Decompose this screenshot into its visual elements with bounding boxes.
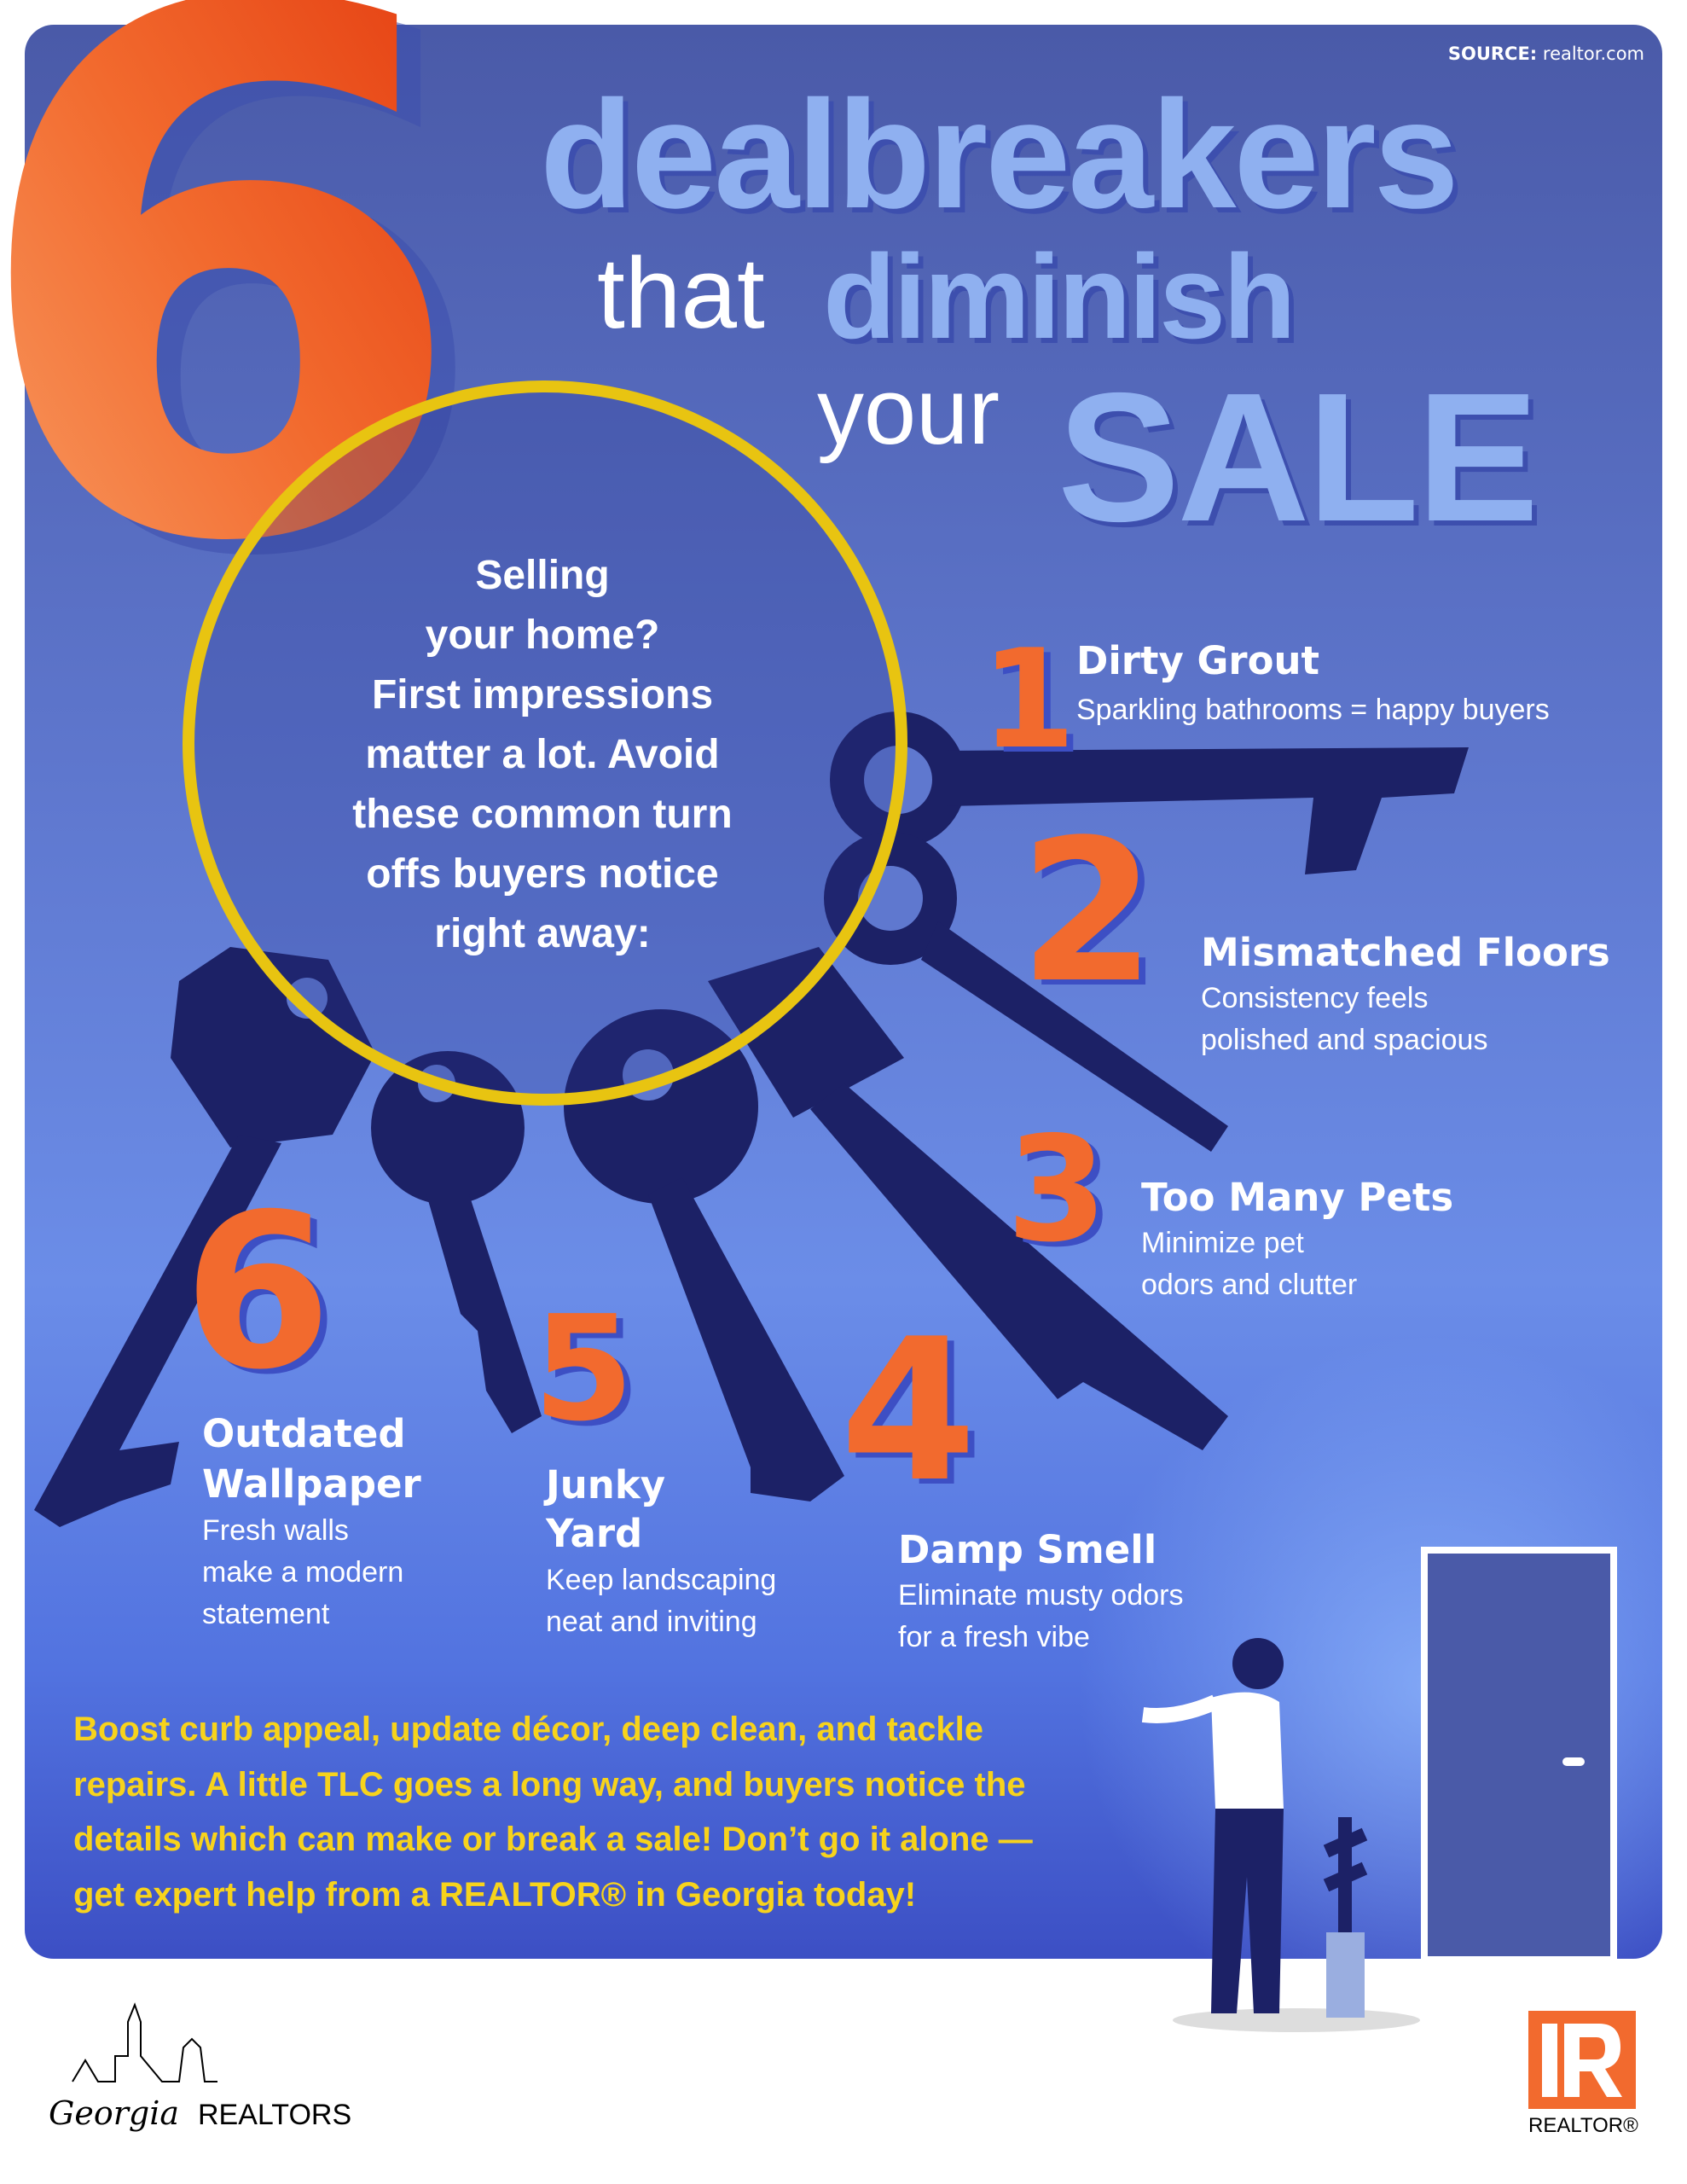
title-line: Yard xyxy=(546,1511,643,1556)
title-line: Junky xyxy=(546,1462,666,1507)
item-desc-1: Sparkling bathrooms = happy buyers xyxy=(1076,694,1550,726)
cta-line: get expert help from a REALTOR® in Georg… xyxy=(73,1875,917,1914)
item-title-3: Too Many Pets xyxy=(1141,1175,1454,1220)
door-handle xyxy=(1562,1757,1585,1766)
title-number-6: 6 xyxy=(0,0,470,700)
item-number-3: 3 xyxy=(1006,1106,1108,1275)
title-sale: SALE xyxy=(1058,354,1539,560)
desc-line: Eliminate musty odors xyxy=(898,1579,1184,1612)
source-value: realtor.com xyxy=(1542,44,1644,64)
title-line: Wallpaper xyxy=(202,1461,421,1507)
cta-line: details which can make or break a sale! … xyxy=(73,1821,1033,1858)
item-title-4: Damp Smell xyxy=(898,1527,1157,1572)
source-credit: SOURCE: realtor.com xyxy=(1448,43,1644,65)
intro-line: matter a lot. Avoid xyxy=(365,732,720,777)
item-number-2: 2 xyxy=(1019,799,1157,1026)
georgia-logo-realtors: REALTORS xyxy=(198,2099,351,2131)
desc-line: Keep landscaping xyxy=(546,1564,777,1596)
source-label: SOURCE: xyxy=(1447,44,1538,64)
key-2 xyxy=(824,832,1228,1152)
key-ring xyxy=(183,380,907,1106)
title-line: Outdated xyxy=(202,1411,406,1456)
title-number-6-shadow: 6 xyxy=(0,0,494,716)
realtor-r-logo xyxy=(1528,2011,1636,2109)
intro-line: these common turn xyxy=(352,792,733,837)
item-desc-6: Fresh walls make a modern statement xyxy=(202,1510,403,1635)
door-illustration xyxy=(1421,1547,1617,1963)
item-number-1: 1 xyxy=(981,619,1076,779)
item-desc-3: Minimize pet odors and clutter xyxy=(1141,1223,1357,1306)
key-5 xyxy=(371,1051,542,1433)
title-your: your xyxy=(817,359,1000,464)
desc-line: odors and clutter xyxy=(1141,1269,1358,1301)
intro-text: Selling your home? First impressions mat… xyxy=(244,546,841,964)
desc-line: polished and spacious xyxy=(1201,1024,1488,1056)
georgia-logo-script: Georgia xyxy=(49,2094,179,2132)
item-number-5: 5 xyxy=(533,1285,635,1454)
desc-line: for a fresh vibe xyxy=(898,1621,1090,1653)
intro-line: First impressions xyxy=(371,672,714,717)
intro-line: your home? xyxy=(425,613,660,658)
title-dealbreakers: dealbreakers xyxy=(540,69,1459,241)
intro-line: Selling xyxy=(475,553,610,598)
desc-line: Consistency feels xyxy=(1201,982,1429,1014)
item-number-4: 4 xyxy=(840,1298,977,1525)
plant-illustration xyxy=(1323,1817,1368,2018)
call-to-action: Boost curb appeal, update décor, deep cl… xyxy=(73,1702,1033,1922)
desc-line: Minimize pet xyxy=(1141,1227,1304,1259)
item-title-1: Dirty Grout xyxy=(1076,638,1320,683)
cta-line: repairs. A little TLC goes a long way, a… xyxy=(73,1765,1026,1804)
person-illustration xyxy=(1141,1638,1420,2032)
item-desc-4: Eliminate musty odors for a fresh vibe xyxy=(898,1575,1183,1658)
desc-line: neat and inviting xyxy=(546,1606,757,1638)
georgia-realtors-logo xyxy=(72,2002,217,2082)
key-6 xyxy=(34,947,375,1527)
item-number-6: 6 xyxy=(183,1168,332,1416)
intro-line: right away: xyxy=(434,911,651,956)
cta-line: Boost curb appeal, update décor, deep cl… xyxy=(73,1711,983,1748)
desc-line: Fresh walls xyxy=(202,1514,349,1547)
title-diminish: diminish xyxy=(823,229,1296,363)
realtor-logo-label: REALTOR® xyxy=(1528,2114,1638,2137)
desc-line: make a modern xyxy=(202,1556,404,1589)
item-title-2: Mismatched Floors xyxy=(1201,930,1610,975)
desc-line: statement xyxy=(202,1598,330,1630)
item-desc-2: Consistency feels polished and spacious xyxy=(1201,978,1487,1061)
title-that: that xyxy=(597,237,765,350)
key-3 xyxy=(708,947,1228,1450)
intro-line: offs buyers notice xyxy=(366,851,719,897)
item-desc-5: Keep landscaping neat and inviting xyxy=(546,1560,776,1643)
